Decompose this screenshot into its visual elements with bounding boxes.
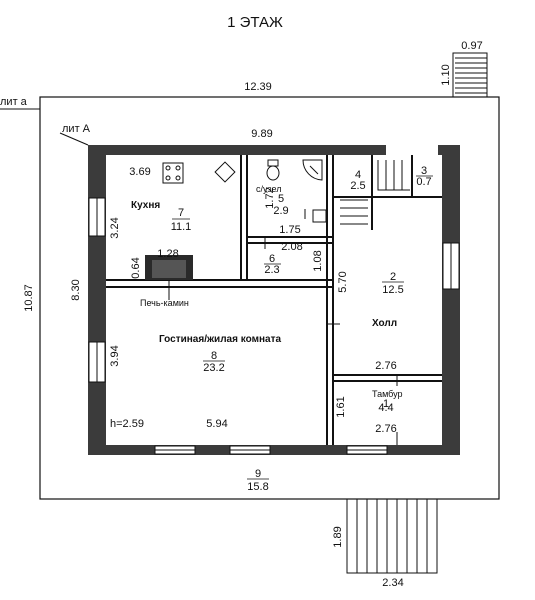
kitchen-height: 3.24 — [109, 217, 121, 238]
terrace-area: 15.8 — [247, 481, 268, 493]
bottom-step-height: 1.89 — [332, 526, 344, 547]
top-step-height: 1.10 — [440, 64, 452, 85]
wc-area: 2.9 — [273, 205, 288, 217]
stairs-area: 2.5 — [350, 180, 365, 192]
kitchen-area: 11.1 — [171, 221, 192, 233]
vestibule-number: 1 — [383, 398, 389, 410]
fireplace-width: 1.28 — [157, 248, 178, 260]
sink-icon — [214, 161, 236, 183]
fireplace-height: 0.64 — [130, 257, 142, 278]
lit-A-label: лит А — [62, 123, 91, 135]
hall-name: Холл — [372, 318, 397, 329]
living-height: 3.94 — [109, 345, 121, 366]
lit-A-leader — [59, 132, 89, 146]
vestibule-width: 2.76 — [375, 423, 396, 435]
stairs — [340, 160, 410, 225]
closet-width: 2.08 — [281, 241, 302, 253]
terrace-boundary — [39, 96, 500, 500]
stove-icon — [162, 162, 184, 184]
fireplace-icon — [145, 255, 193, 300]
terrace-number: 9 — [255, 468, 261, 480]
outer-width: 12.39 — [244, 81, 272, 93]
living-number: 8 — [211, 350, 217, 362]
vestibule-name: Тамбур — [372, 389, 403, 399]
closet-height: 1.08 — [312, 250, 324, 271]
fireplace-label: Печь-камин — [140, 298, 189, 308]
wc-width: 1.75 — [279, 224, 300, 236]
windows — [88, 197, 460, 455]
room3-number: 3 — [421, 165, 427, 177]
living-width: 5.94 — [206, 418, 227, 430]
wc-height: 1.72 — [264, 187, 276, 208]
room3-area: 0.7 — [416, 176, 431, 188]
interior-walls — [106, 155, 442, 445]
inner-width: 9.89 — [251, 128, 272, 140]
door-marks — [264, 209, 398, 445]
hall-width: 2.76 — [375, 360, 396, 372]
wc-number: 5 — [278, 193, 284, 205]
living-name: Гостиная/жилая комната — [159, 334, 281, 345]
inner-height: 8.30 — [70, 279, 82, 300]
living-ceiling-height: h=2.59 — [110, 418, 144, 430]
vestibule-area: 4.4 — [378, 402, 393, 414]
shower-icon — [302, 159, 323, 181]
vestibule-height: 1.61 — [335, 396, 347, 417]
toilet-icon — [266, 159, 280, 181]
plan-title: 1 ЭТАЖ — [227, 14, 283, 31]
stairs-number: 4 — [355, 169, 361, 181]
lit-a-label: лит а — [0, 96, 28, 108]
hall-height: 5.70 — [337, 271, 349, 292]
kitchen-name: Кухня — [131, 200, 160, 211]
outer-height: 10.87 — [23, 284, 35, 312]
door-gap-top — [386, 145, 438, 155]
wc-name: с/узел — [256, 184, 281, 194]
hall-area: 12.5 — [382, 284, 403, 296]
washbasin-icon — [312, 209, 327, 223]
top-step-width: 0.97 — [461, 40, 482, 52]
kitchen-width: 3.69 — [129, 166, 150, 178]
top-steps — [452, 52, 488, 98]
closet-area: 2.3 — [264, 264, 279, 276]
kitchen-number: 7 — [178, 207, 184, 219]
hall-number: 2 — [390, 271, 396, 283]
closet-number: 6 — [269, 253, 275, 265]
bottom-step-width: 2.34 — [382, 577, 403, 589]
bottom-steps — [346, 498, 438, 574]
living-area: 23.2 — [203, 362, 224, 374]
